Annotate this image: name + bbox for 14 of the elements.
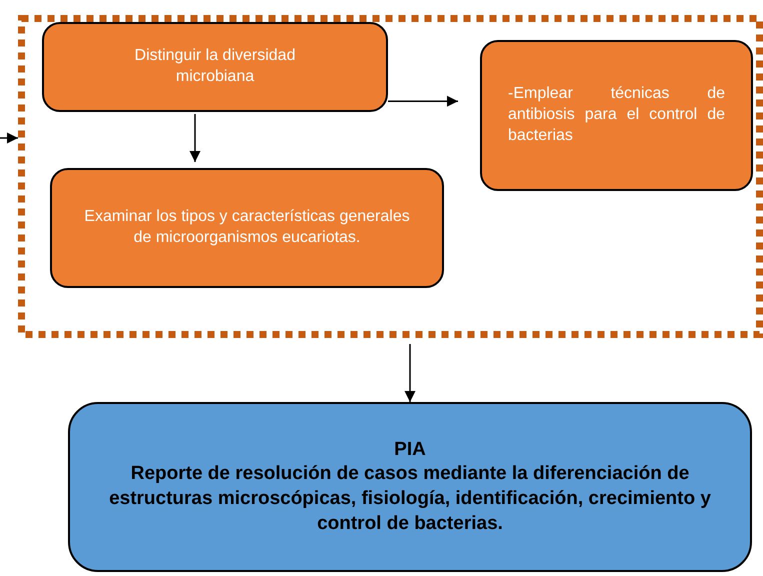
box-text: Distinguir la diversidad microbiana [134, 46, 296, 87]
process-box [42, 22, 388, 112]
process-box [480, 40, 753, 191]
arrow [404, 344, 416, 402]
dotted-group-frame [18, 15, 763, 338]
arrow [190, 114, 200, 162]
box-text: -Emplear técnicas de antibiosis para el control de bacterias [508, 84, 725, 146]
box-heading: PIA [393, 438, 427, 462]
process-box [50, 168, 444, 288]
arrow [388, 96, 458, 107]
box-text: Examinar los tipos y características generales de microorganismos eucariotas. [83, 207, 411, 248]
box-text: Reporte de resolución de casos mediante la diferenciación de estructuras microscópicas, fisiología, identificación, crecimiento y control de bacterias. [108, 462, 712, 536]
result-box [68, 402, 752, 572]
arrow [0, 132, 18, 144]
